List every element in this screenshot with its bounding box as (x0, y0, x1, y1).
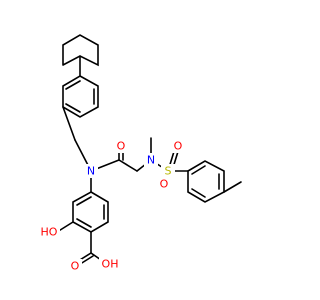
carbonyl-ch2-bond (118, 159, 138, 172)
sulfur-label: S (161, 164, 175, 178)
svg-text:N: N (147, 154, 155, 167)
svg-text:O: O (117, 140, 126, 153)
benzyl-ring (62, 75, 99, 118)
svg-text:O: O (71, 260, 80, 273)
svg-text:N: N (87, 165, 95, 178)
svg-text:O: O (174, 140, 183, 153)
svg-text:S: S (165, 165, 172, 178)
sulfonyl-oxygen-right-label: O (171, 139, 185, 153)
hydroxyl-label: HO (38, 225, 60, 239)
tolyl-methyl-bond (223, 181, 242, 193)
svg-text:OH: OH (102, 258, 119, 271)
salicylic-ring (72, 191, 109, 233)
sulfonyl-oxygen-left-label: O (157, 177, 171, 191)
molecule-structure: N O N S O O HO O OH (38, 34, 242, 273)
amide-nitrogen-label: N (84, 164, 98, 178)
benzyl-ch2-bond-1 (62, 106, 76, 141)
amide-oxygen-label: O (114, 139, 128, 153)
tolyl-ring (187, 160, 225, 203)
svg-text:HO: HO (41, 226, 58, 239)
svg-text:O: O (160, 178, 169, 191)
sulfonamide-nitrogen-label: N (144, 153, 158, 167)
acid-hydroxyl-label: OH (99, 257, 121, 271)
carbonyl-oxygen-label: O (68, 259, 82, 273)
